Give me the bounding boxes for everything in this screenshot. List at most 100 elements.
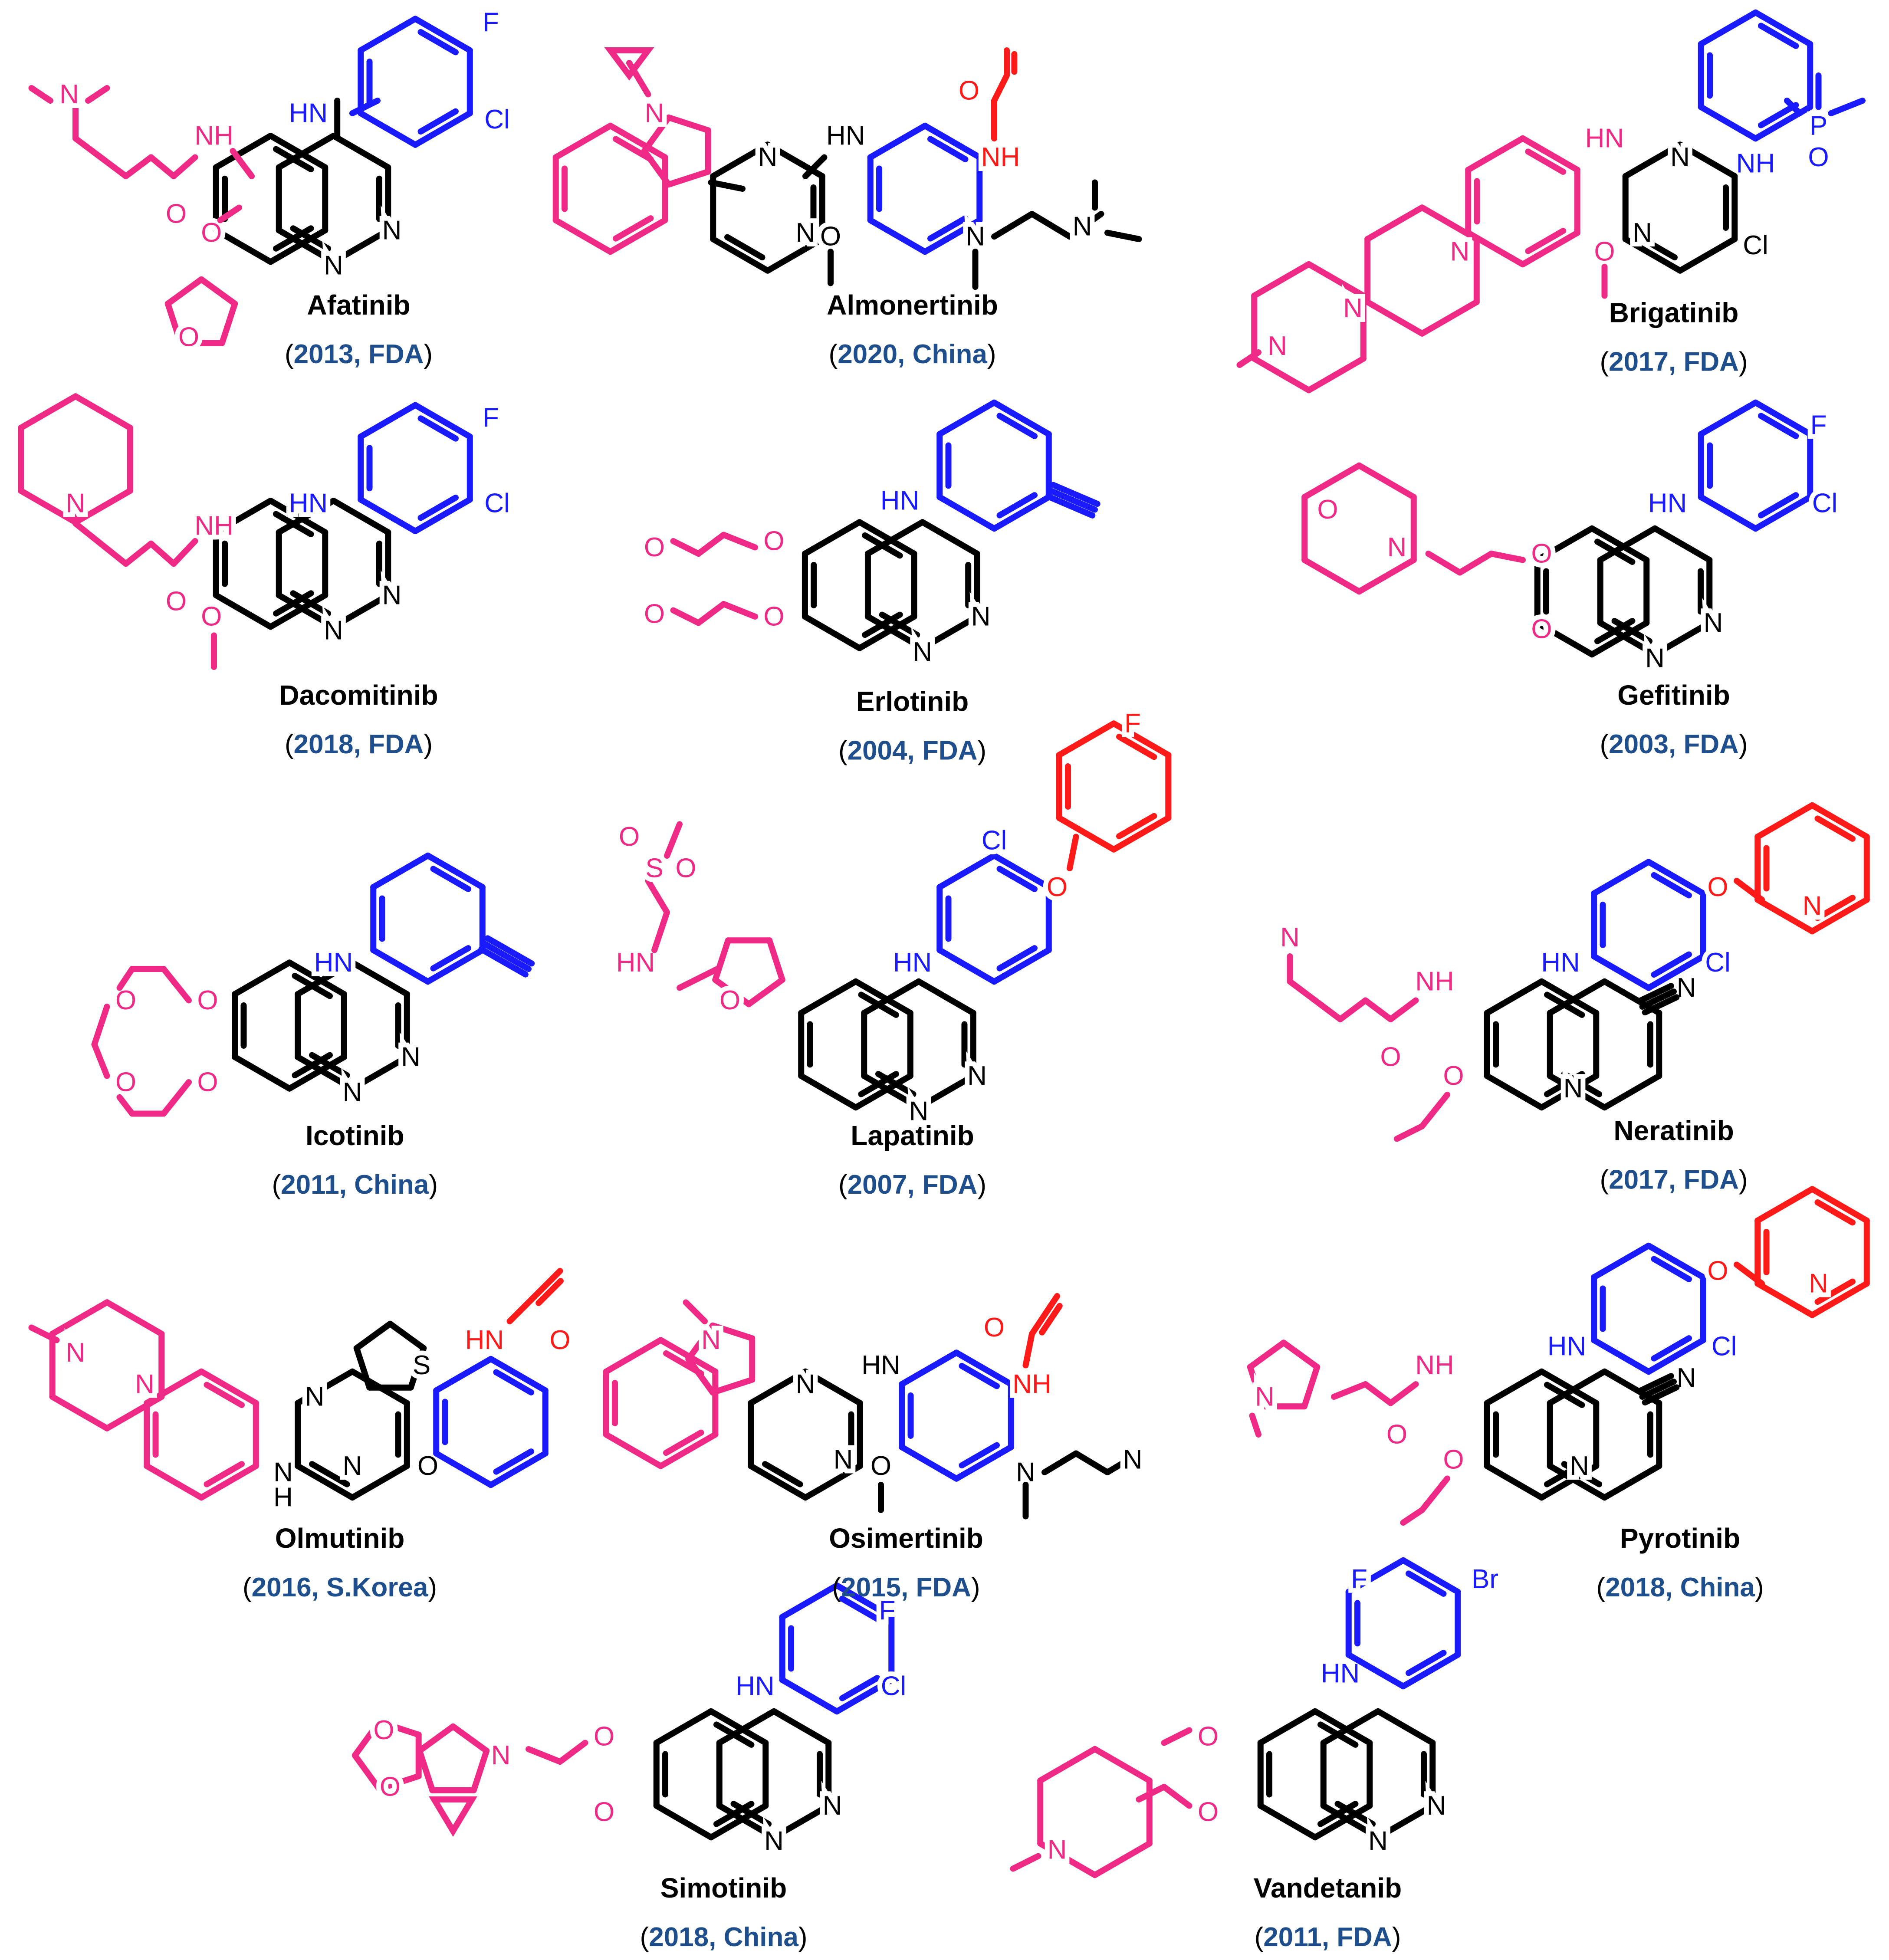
quinazoline-pyrimidine-bond	[330, 592, 391, 630]
approval-agency: China	[354, 1170, 429, 1200]
ring-double-bond	[1116, 733, 1157, 760]
quinazoline-pyrimidine-bond	[349, 1054, 410, 1092]
approval-agency: China	[1680, 1573, 1755, 1602]
ring-double-bond	[1651, 872, 1692, 899]
ring-double-bond	[1405, 1650, 1447, 1676]
piperazine-bond	[104, 1394, 165, 1431]
central-aryl-bond	[953, 1349, 1014, 1387]
quinazoline-pyrimidine-bond	[919, 519, 980, 557]
dimethylamino-n: N	[1280, 923, 1300, 952]
pyrimidine-bond	[748, 1463, 808, 1501]
paren-open: (	[243, 1573, 252, 1602]
quinazoline-pyrimidine-bond	[916, 978, 976, 1016]
triple-bond	[1639, 988, 1677, 1010]
quinazoline-n1: N	[971, 602, 991, 632]
chain-bond	[1362, 1381, 1394, 1406]
aryl-bond	[1698, 104, 1759, 142]
paren-close: )	[798, 1922, 808, 1952]
pyrimidine-n: N	[834, 1445, 853, 1475]
amide-nh: NH	[1415, 967, 1454, 997]
quinazoline-benzo-bond	[213, 497, 274, 535]
quinoline-pyridine-bond	[1547, 978, 1608, 1016]
aniline-ring-bond	[1698, 494, 1759, 532]
furan-bond	[746, 977, 785, 1008]
triple-bond-inner	[1636, 983, 1674, 1004]
aniline-ring-bond	[1646, 1242, 1706, 1280]
crown-o: O	[115, 1067, 136, 1097]
ring-double-bond	[493, 1448, 534, 1475]
paren-open: (	[838, 1170, 848, 1200]
chain-bond	[1419, 1475, 1450, 1513]
thiophene-bond	[353, 1320, 393, 1351]
piperazine-bond	[1306, 355, 1367, 394]
piperidine-bond	[72, 488, 133, 525]
aniline-ring-bond	[1345, 1557, 1406, 1595]
dioxolane-bond	[376, 1719, 422, 1738]
approval-year: 2015	[841, 1573, 901, 1602]
drug-label-lapatinib: Lapatinib(2007, FDA)	[838, 1120, 986, 1200]
piperazine-n: N	[135, 1369, 154, 1399]
quinazoline-n1: N	[823, 1791, 842, 1821]
indole-benzo-bond	[603, 1337, 664, 1375]
pyrimidine-n: N	[1633, 218, 1652, 248]
pyrimidine-bond	[1677, 141, 1738, 179]
pyridine-bond	[1809, 896, 1870, 935]
ring-double-bond	[996, 866, 1038, 892]
drug-name: Gefitinib	[1617, 680, 1730, 711]
chain-bond	[695, 601, 727, 626]
drug-label-brigatinib: Brigatinib(2017, FDA)	[1600, 297, 1748, 377]
ring-double-bond	[1758, 23, 1799, 49]
paren-close: )	[1755, 1573, 1764, 1602]
aniline-ring-bond	[1698, 399, 1759, 437]
ring-double-bond	[417, 108, 459, 135]
quinazoline-pyrimidine-bond	[1597, 620, 1658, 658]
piperazine-n: N	[1268, 331, 1287, 361]
methoxy-o: O	[1531, 614, 1552, 644]
approval-year: 2020	[838, 339, 897, 369]
approval-agency: FDA	[1337, 1922, 1392, 1952]
approval-info: (2004, FDA)	[838, 736, 986, 766]
quinazoline-pyrimidine-bond	[864, 614, 926, 651]
aniline-ring-bond	[358, 110, 418, 148]
chloro: Cl	[1712, 1332, 1737, 1362]
bond	[230, 148, 255, 179]
quinazoline-benzo-bond	[856, 519, 917, 557]
bond	[683, 1299, 708, 1324]
morpholine-o: O	[1317, 495, 1338, 525]
paren-open: (	[640, 1922, 649, 1952]
triple-bond-inner	[1636, 1373, 1674, 1394]
approval-year: 2004	[848, 736, 907, 766]
bond	[1236, 349, 1262, 368]
acrylamide-nh: HN	[465, 1325, 504, 1355]
thiophene-bond	[387, 1320, 427, 1351]
ring-double-bond	[927, 136, 969, 162]
quinazoline-benzo-bond	[798, 1073, 859, 1111]
comma: ,	[897, 339, 912, 369]
quinazoline-n3: N	[1645, 643, 1665, 673]
quinoline-benzo-bond	[1484, 1368, 1545, 1406]
morpholine-bond	[1301, 557, 1362, 595]
paren-close: )	[1392, 1922, 1401, 1952]
bond	[802, 154, 828, 179]
triple-bond	[481, 941, 532, 972]
indole-benzo-bond	[552, 122, 614, 161]
vinyl-double-bond	[1029, 1293, 1060, 1337]
quinazoline-n1: N	[382, 215, 402, 245]
phosphine-oxide-o: O	[1808, 142, 1829, 172]
acrylamide-o: O	[549, 1325, 570, 1355]
chain-bond	[557, 1740, 588, 1765]
drug-name: Erlotinib	[856, 686, 969, 717]
approval-year: 2003	[1609, 729, 1669, 759]
ether-o: O	[594, 1722, 614, 1752]
fluoro: F	[1810, 410, 1827, 440]
quinazoline-benzo-bond	[1534, 620, 1595, 658]
paren-close: )	[424, 729, 433, 759]
ring-double-bond	[1561, 1461, 1603, 1487]
pyrimidine-bond	[295, 1463, 355, 1501]
amide-nh: NH	[194, 121, 233, 151]
anilino-nh: HN	[1648, 489, 1687, 519]
pyrrolidine-n: N	[1255, 1382, 1275, 1412]
aniline-ring-bond	[1752, 399, 1813, 437]
paren-open: (	[1600, 347, 1609, 377]
chloro: Cl	[982, 826, 1007, 856]
